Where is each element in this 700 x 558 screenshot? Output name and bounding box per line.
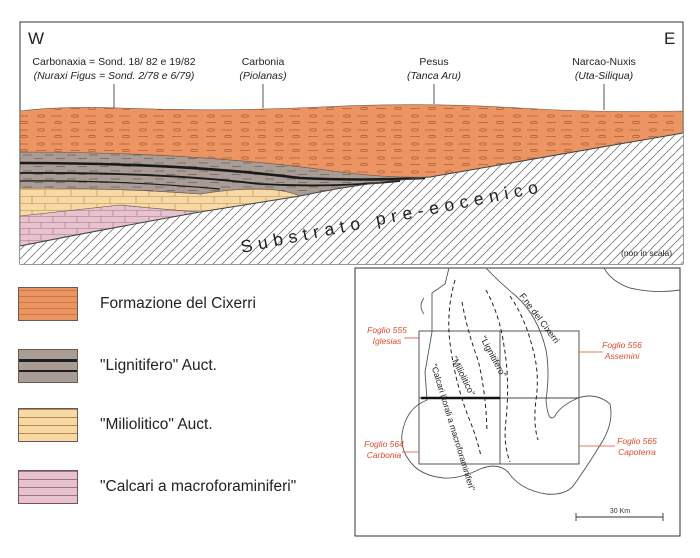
east-label: E [664, 29, 675, 48]
legend-swatch-cixerri [18, 287, 78, 321]
west-label: W [28, 29, 44, 48]
legend-label: "Calcari a macroforaminiferi" [100, 478, 297, 495]
sheet-564-place: Carbonia [367, 450, 402, 460]
legend-label: "Lignitifero" Auct. [100, 357, 217, 374]
legend-item-cixerri: Formazione del Cixerri [18, 287, 256, 321]
lignite-seam-3 [20, 180, 221, 190]
locality-carbonaxia: Carbonaxia = Sond. 18/ 82 e 19/82 (Nurax… [32, 56, 196, 108]
legend-item-miliolitico: "Miliolitico" Auct. [18, 408, 213, 442]
substrate-layer [20, 133, 683, 264]
locality-alias: (Piolanas) [239, 70, 286, 82]
sheet-556-number: Foglio 556 [602, 340, 642, 350]
sheet-565-place: Capoterra [618, 447, 656, 457]
locality-name: Narcao-Nuxis [572, 56, 636, 68]
locality-carbonia: Carbonia (Piolanas) [239, 56, 287, 108]
lignite-seam-2 [20, 172, 401, 187]
coastline-inlet [420, 297, 425, 315]
legend-swatch-miliolitico [18, 408, 78, 442]
locality-narcao-nuxis: Narcao-Nuxis (Uta-Siliqua) [572, 56, 636, 110]
sheet-leaders [402, 337, 615, 453]
legend-item-calcari: "Calcari a macroforaminiferi" [18, 470, 296, 504]
coastline-east [603, 268, 680, 293]
locality-name: Carbonaxia = Sond. 18/ 82 e 19/82 [32, 56, 195, 68]
sheet-564-number: Foglio 564 [364, 439, 404, 449]
legend-item-lignitifero: "Lignitifero" Auct. [18, 349, 217, 383]
location-map-panel: F.ne del Cixerri "Lignitifero" "Miliolit… [354, 267, 681, 537]
map-scale-bar: 30 Km [575, 508, 664, 521]
coastline [401, 268, 612, 495]
legend-swatch-lignitifero [18, 349, 78, 383]
legend-swatch-calcari [18, 470, 78, 504]
locality-name: Carbonia [242, 56, 285, 68]
cixerri-layer [20, 104, 683, 178]
scale-note: (non in scala) [621, 248, 672, 258]
legend-label: Formazione del Cixerri [100, 295, 256, 312]
sheet-565-number: Foglio 565 [617, 436, 657, 446]
locality-alias: (Uta-Siliqua) [575, 70, 633, 82]
cross-section-panel: W E Carbonaxia = Sond. 18/ 82 e 19/82 (N… [19, 21, 684, 265]
sheet-555-number: Foglio 555 [367, 325, 407, 335]
lignite-seam-1 [20, 161, 426, 181]
formation-boundaries [448, 279, 539, 463]
locality-alias: (Tanca Aru) [407, 70, 461, 82]
sheet-555-place: Iglesias [373, 336, 403, 346]
locality-name: Pesus [419, 56, 448, 68]
sheet-labels: Foglio 555 Iglesias Foglio 556 Assemini … [364, 325, 657, 460]
sheet-556-place: Assemini [604, 351, 641, 361]
scale-label: 30 Km [610, 508, 630, 515]
locality-pesus: Pesus (Tanca Aru) [407, 56, 461, 104]
locality-alias: (Nuraxi Figus = Sond. 2/78 e 6/79) [34, 70, 195, 82]
unconformity-line [20, 132, 683, 247]
legend-label: "Miliolitico" Auct. [100, 416, 213, 433]
